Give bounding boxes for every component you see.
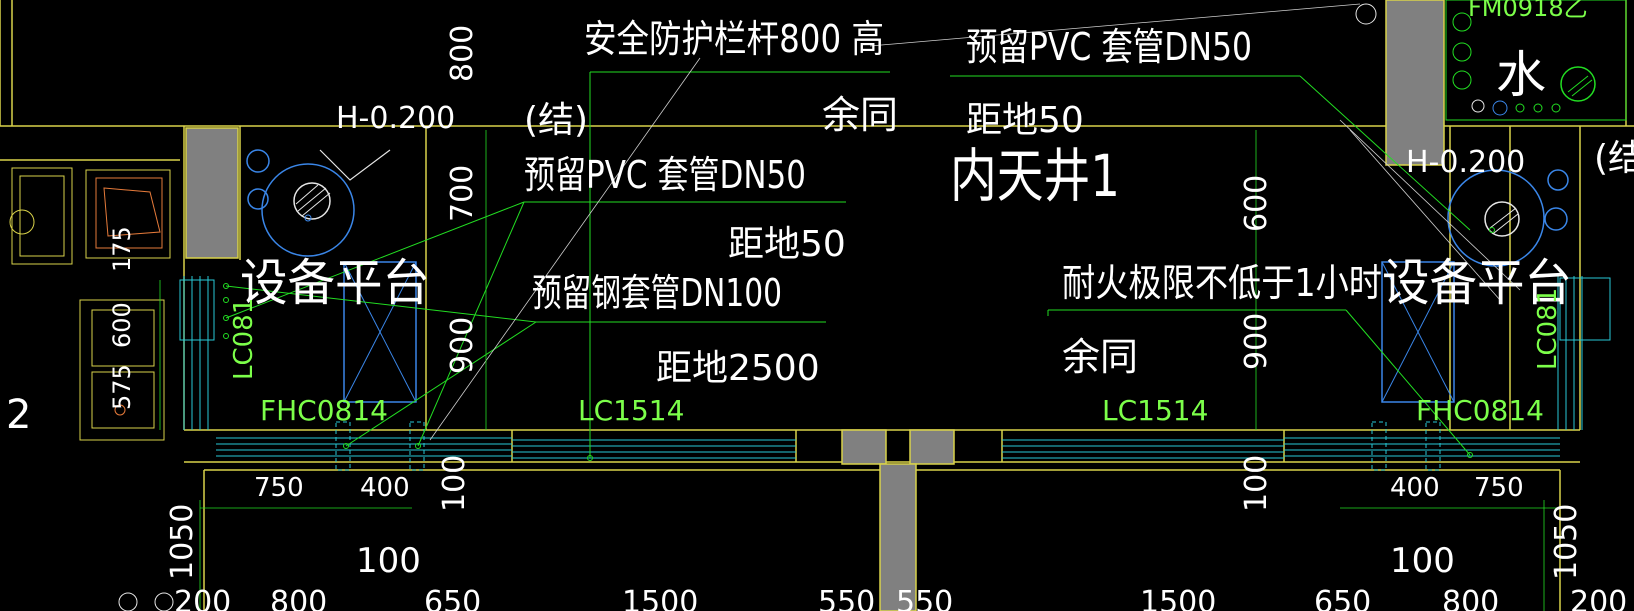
leader-lines-white: [429, 3, 1521, 441]
dim-v-575: 575: [108, 364, 136, 410]
dim-b-1500-left: 1500: [622, 585, 698, 611]
label-platform-left: 设备平台: [240, 254, 430, 312]
dimension-lines: [159, 130, 1560, 611]
dim-h-400-right: 400: [1390, 473, 1440, 503]
dim-h-100-left: 100: [356, 541, 421, 581]
dim-b-800: 800: [270, 585, 327, 611]
dim-v-900-right: 900: [1239, 313, 1274, 370]
dim-v-900-left: 900: [445, 317, 480, 374]
leader-lines: [223, 71, 1495, 461]
dim-v-600: 600: [1239, 175, 1274, 232]
dim-v-100-left: 100: [437, 455, 472, 512]
label-pvc-top: 预留PVC 套管DN50: [966, 25, 1252, 69]
label-structure-right: (结: [1594, 138, 1634, 179]
dim-h-750-left: 750: [254, 473, 304, 503]
window-openings: [179, 276, 1611, 459]
label-structure-left: (结): [524, 100, 588, 141]
label-lc081-right: LC081: [1533, 288, 1563, 370]
dim-h-400-left: 400: [360, 473, 410, 503]
label-fhc-right: FHC0814: [1416, 394, 1544, 427]
label-dist-top: 距地50: [966, 100, 1084, 141]
label-same-right: 余同: [1062, 335, 1138, 379]
annotation-labels: 安全防护栏杆800 高 (结) 余同 预留PVC 套管DN50 距地50 预留P…: [6, 0, 1634, 438]
dim-b-200-left: 200: [174, 585, 231, 611]
dim-b-800-right: 800: [1442, 585, 1499, 611]
dimension-text: 800 700 900 600 900 175 600 575 100 100 …: [108, 25, 1627, 611]
label-dist-2500: 距地2500: [656, 348, 820, 389]
label-lc-left: LC1514: [578, 394, 684, 427]
label-door-top: FM0918乙: [1468, 0, 1588, 22]
label-elev-left: H-0.200: [336, 101, 455, 136]
label-railing: 安全防护栏杆800 高: [584, 17, 884, 61]
label-platform-right: 设备平台: [1382, 254, 1572, 312]
dim-b-550-right: 550: [896, 585, 953, 611]
label-shaft: 内天井1: [950, 142, 1120, 210]
dim-b-550-left: 550: [818, 585, 875, 611]
dim-v-1050-right: 1050: [1549, 504, 1584, 580]
label-same-left: 余同: [822, 93, 898, 137]
dim-v-600-small: 600: [108, 302, 136, 348]
label-dist-mid: 距地50: [728, 224, 846, 265]
dim-h-750-right: 750: [1474, 473, 1524, 503]
dim-b-650-left: 650: [424, 585, 481, 611]
equipment: [9, 0, 1627, 471]
label-axis-2: 2: [6, 392, 31, 438]
dim-v-800: 800: [445, 25, 480, 82]
dim-v-175: 175: [108, 226, 136, 272]
dim-v-700: 700: [445, 165, 480, 222]
dim-b-650-right: 650: [1314, 585, 1371, 611]
label-fhc-left: FHC0814: [260, 394, 388, 427]
dim-v-100-right: 100: [1239, 455, 1274, 512]
dim-v-1050-left: 1050: [165, 504, 200, 580]
dim-b-200-right: 200: [1570, 585, 1627, 611]
label-pvc-mid: 预留PVC 套管DN50: [524, 153, 806, 197]
dim-b-1500-right: 1500: [1140, 585, 1216, 611]
axis-bubbles: [118, 592, 174, 611]
label-lc081-left: LC081: [229, 298, 259, 380]
concrete-columns: [185, 0, 1445, 611]
label-elev-right: H-0.200: [1406, 145, 1525, 180]
label-water: 水: [1496, 46, 1546, 104]
label-steel-sleeve: 预留钢套管DN100: [532, 271, 782, 315]
label-lc-right: LC1514: [1102, 394, 1208, 427]
dim-h-100-right: 100: [1390, 541, 1455, 581]
label-fire-rating: 耐火极限不低于1小时: [1062, 261, 1382, 305]
